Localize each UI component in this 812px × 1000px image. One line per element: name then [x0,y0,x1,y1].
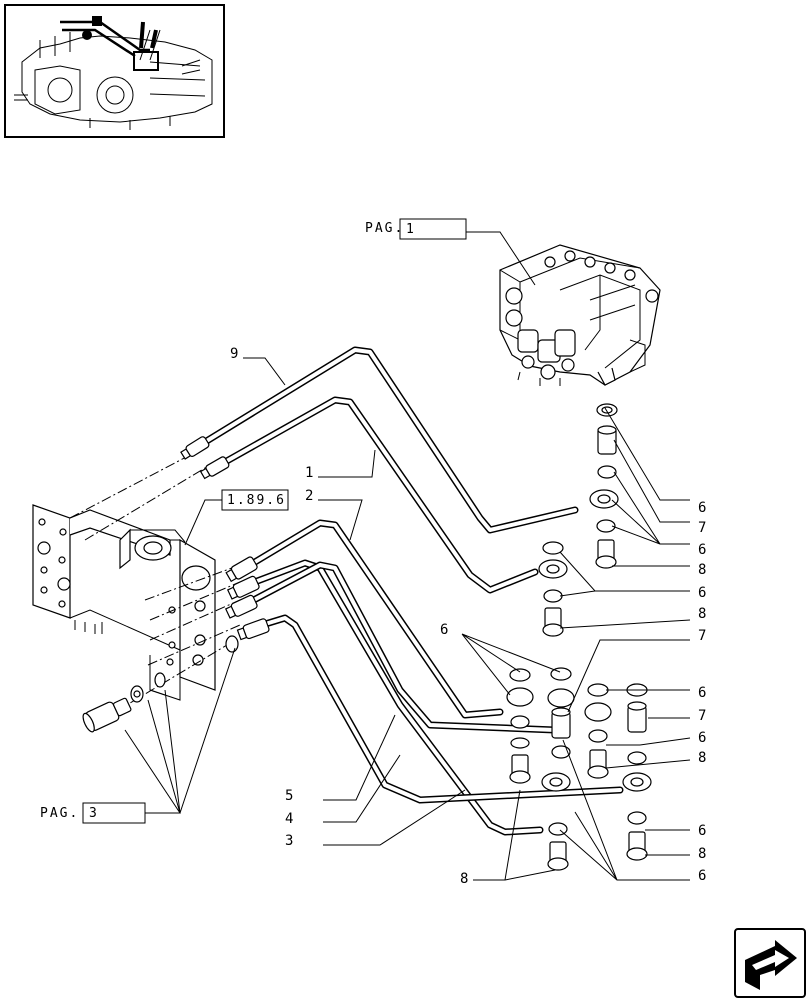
callout-3: 3 [285,833,293,849]
ref-pag-1-prefix: PAG. [365,221,404,236]
callout-8-b: 8 [698,606,706,622]
callout-4: 4 [285,811,293,827]
hydraulic-pipes [201,346,624,836]
callout-8-a: 8 [698,562,706,578]
callout-6-c: 6 [698,585,706,601]
callout-9: 9 [230,346,238,362]
callout-8-d: 8 [698,846,706,862]
ref-pag-3-value: 3 [89,806,99,821]
pipe-end-fittings [180,436,270,653]
ref-pag-1[interactable]: PAG. 1 [365,218,536,286]
callout-6-h: 6 [698,868,706,884]
mounting-bracket [32,504,216,701]
ref-pag-1-value: 1 [406,222,416,237]
callout-6-e: 6 [698,685,706,701]
callout-leaders [243,357,691,881]
callout-6-g: 6 [698,823,706,839]
callout-6-d: 6 [440,622,448,638]
callout-7-c: 7 [698,708,706,724]
callout-5: 5 [285,788,293,804]
ref-pag-3[interactable]: PAG. 3 [40,647,236,824]
quick-coupler [82,672,166,733]
ref-pag-3-prefix: PAG. [40,806,79,821]
callout-8-c: 8 [698,750,706,766]
tractor-location-thumbnail [4,4,225,138]
callout-6-f: 6 [698,730,706,746]
banjo-fittings [506,403,652,871]
callout-2: 2 [305,488,313,504]
ref-1-89-6[interactable]: 1.89.6 [184,489,289,546]
callout-1: 1 [305,465,313,481]
callout-7-b: 7 [698,628,706,644]
callout-8-e: 8 [460,871,468,887]
callout-7-a: 7 [698,520,706,536]
callout-6-b: 6 [698,542,706,558]
next-page-arrow-icon[interactable] [734,928,806,998]
callout-6-a: 6 [698,500,706,516]
control-valve-assembly [499,244,661,386]
ref-1-89-6-value: 1.89.6 [227,493,286,508]
